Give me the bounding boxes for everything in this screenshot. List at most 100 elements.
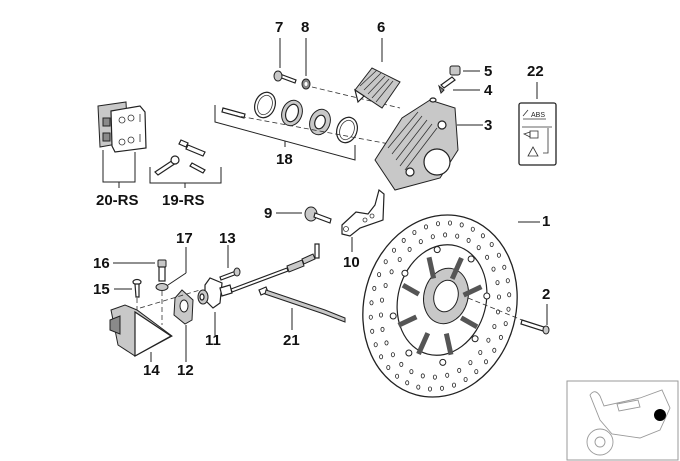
callout-19-rs[interactable]: 19-RS bbox=[162, 192, 205, 209]
drill-hole bbox=[496, 252, 501, 258]
callout-9[interactable]: 9 bbox=[264, 205, 273, 222]
brake-disc[interactable] bbox=[343, 197, 537, 414]
drill-hole bbox=[478, 349, 483, 355]
drill-hole bbox=[412, 229, 417, 235]
drill-hole bbox=[384, 340, 389, 346]
drill-hole bbox=[489, 241, 494, 247]
caliper-bolt[interactable] bbox=[273, 70, 297, 84]
drill-hole bbox=[474, 369, 479, 375]
drill-hole bbox=[377, 272, 382, 278]
callout-5[interactable]: 5 bbox=[484, 63, 493, 80]
abs-sensor[interactable] bbox=[197, 243, 320, 309]
callout-11[interactable]: 11 bbox=[205, 332, 221, 349]
callout-14[interactable]: 14 bbox=[143, 362, 160, 379]
callout-13[interactable]: 13 bbox=[219, 230, 236, 247]
sensor-gasket[interactable] bbox=[173, 289, 194, 325]
countersunk-screw[interactable] bbox=[132, 278, 142, 298]
drill-hole bbox=[476, 245, 481, 251]
carrier-spoke bbox=[462, 284, 483, 298]
holder-bracket[interactable] bbox=[341, 188, 385, 237]
disc-bolt[interactable] bbox=[520, 319, 550, 335]
washer[interactable] bbox=[301, 78, 311, 90]
drill-hole bbox=[399, 361, 404, 367]
drill-hole bbox=[492, 347, 497, 353]
drill-hole bbox=[407, 246, 412, 252]
sensor-bracket[interactable] bbox=[109, 304, 173, 358]
floating-rivet bbox=[467, 255, 475, 263]
floating-rivet bbox=[471, 335, 479, 343]
drill-hole bbox=[491, 266, 496, 272]
callout-1[interactable]: 1 bbox=[542, 213, 551, 230]
callout-16[interactable]: 16 bbox=[93, 255, 110, 272]
brake-pad-set[interactable] bbox=[97, 101, 147, 153]
drill-hole bbox=[372, 285, 377, 291]
drill-hole bbox=[386, 364, 391, 370]
drill-hole bbox=[505, 278, 510, 284]
callout-10[interactable]: 10 bbox=[343, 254, 360, 271]
abs-warning-label[interactable]: ABS bbox=[518, 102, 557, 166]
drill-hole bbox=[418, 239, 423, 245]
carrier-spoke bbox=[397, 314, 418, 328]
drill-hole bbox=[401, 237, 406, 243]
bleeder-cap[interactable] bbox=[449, 65, 461, 76]
drill-hole bbox=[423, 224, 428, 230]
drill-hole bbox=[391, 247, 396, 253]
callout-6[interactable]: 6 bbox=[377, 19, 386, 36]
cap-screw[interactable] bbox=[157, 259, 167, 282]
piston-seal-kit[interactable] bbox=[221, 89, 361, 145]
drill-hole bbox=[506, 306, 511, 312]
callout-15[interactable]: 15 bbox=[93, 281, 110, 298]
drill-hole bbox=[409, 369, 414, 375]
drill-hole bbox=[507, 292, 512, 298]
drill-hole bbox=[443, 232, 448, 238]
drill-hole bbox=[468, 360, 473, 366]
brake-caliper[interactable] bbox=[374, 97, 459, 191]
drill-hole bbox=[427, 386, 432, 392]
drill-hole bbox=[435, 221, 440, 227]
drill-hole bbox=[445, 372, 450, 378]
sensor-screw[interactable] bbox=[219, 267, 241, 281]
callout-22[interactable]: 22 bbox=[527, 63, 544, 80]
callout-7[interactable]: 7 bbox=[275, 19, 284, 36]
carrier-spoke bbox=[449, 256, 464, 280]
drill-hole bbox=[383, 282, 388, 288]
floating-rivet bbox=[483, 292, 491, 300]
drill-hole bbox=[503, 321, 508, 327]
caliper-cover[interactable] bbox=[354, 67, 401, 109]
drill-hole bbox=[369, 300, 374, 306]
bleeder-valve[interactable] bbox=[438, 76, 456, 94]
drill-hole bbox=[439, 385, 444, 391]
callout-21[interactable]: 21 bbox=[283, 332, 300, 349]
callout-4[interactable]: 4 bbox=[484, 82, 493, 99]
drill-hole bbox=[496, 294, 501, 300]
drill-hole bbox=[463, 376, 468, 382]
drill-hole bbox=[368, 314, 373, 320]
callout-17[interactable]: 17 bbox=[176, 230, 193, 247]
mounting-bolt[interactable] bbox=[304, 206, 332, 224]
drill-hole bbox=[485, 254, 490, 260]
location-marker bbox=[654, 409, 666, 421]
drill-hole bbox=[405, 380, 410, 386]
drill-hole bbox=[379, 354, 384, 360]
pad-pin-kit[interactable] bbox=[154, 139, 206, 176]
carrier-spoke bbox=[459, 315, 479, 329]
drill-hole bbox=[395, 373, 400, 379]
callout-8[interactable]: 8 bbox=[301, 19, 310, 36]
drill-hole bbox=[380, 326, 385, 332]
drill-hole bbox=[432, 374, 437, 380]
callout-12[interactable]: 12 bbox=[177, 362, 194, 379]
floating-rivet bbox=[389, 312, 397, 320]
spacer-washer[interactable] bbox=[155, 283, 169, 291]
callout-20-rs[interactable]: 20-RS bbox=[96, 192, 139, 209]
callout-2[interactable]: 2 bbox=[542, 286, 551, 303]
callout-3[interactable]: 3 bbox=[484, 117, 493, 134]
drill-hole bbox=[379, 297, 384, 303]
drill-hole bbox=[370, 328, 375, 334]
cable-tie[interactable] bbox=[258, 286, 346, 323]
drill-hole bbox=[502, 264, 507, 270]
disc-carrier-spokes bbox=[389, 246, 491, 366]
carrier-spoke bbox=[443, 333, 454, 356]
callout-18[interactable]: 18 bbox=[276, 151, 293, 168]
motorcycle-locator-thumbnail bbox=[566, 380, 679, 461]
floating-rivet bbox=[439, 358, 447, 366]
